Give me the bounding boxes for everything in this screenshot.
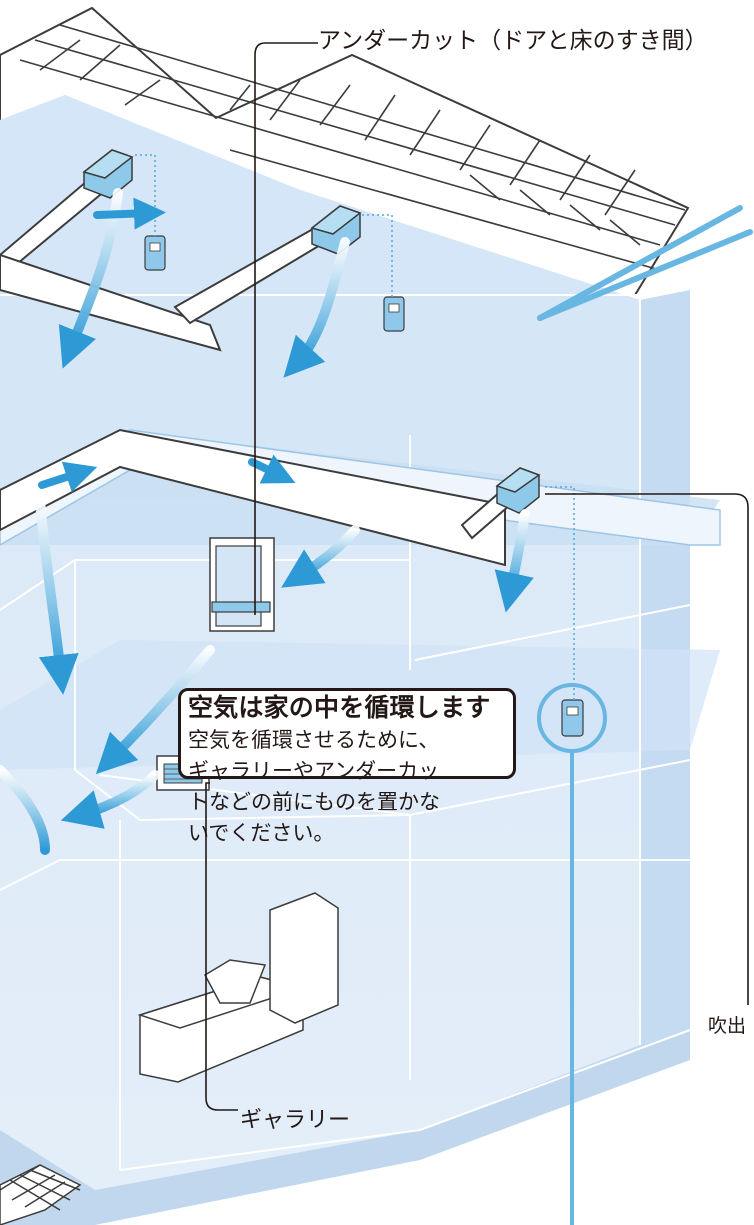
kitchen-counter — [137, 892, 339, 1083]
leader-lines — [205, 42, 749, 1111]
callout-body-line-4: いでください。 — [188, 821, 335, 845]
undercut-label: アンダーカット（ドアと床のすき間） — [318, 28, 708, 54]
callout-body-line-1: 空気を循環させるために、 — [188, 728, 440, 752]
door-undercut — [209, 537, 275, 632]
callout-body-line-3: トなどの前にものを置かな — [188, 790, 440, 814]
gallery-label: ギャラリー — [240, 1108, 351, 1133]
remote-controller-1 — [144, 235, 166, 271]
callout-body: 空気を循環させるために、 ギャラリーやアンダーカッ トなどの前にものを置かな い… — [188, 725, 505, 849]
outlet-label: 吹出 — [708, 1015, 747, 1037]
remote-controller-3 — [561, 699, 584, 737]
callout-body-line-2: ギャラリーやアンダーカッ — [188, 759, 440, 783]
remote-controller-2 — [383, 296, 405, 332]
air-unit-3 — [495, 467, 541, 514]
airflow-arrows — [0, 188, 753, 855]
callout-title: 空気は家の中を循環します — [188, 693, 505, 723]
floor-tiles — [0, 1164, 82, 1225]
house-walls — [0, 95, 721, 1225]
controller-highlight — [537, 683, 607, 1225]
air-unit-1 — [82, 149, 134, 199]
air-circulation-callout: 空気は家の中を循環します 空気を循環させるために、 ギャラリーやアンダーカッ ト… — [178, 688, 516, 845]
control-wiring — [135, 154, 575, 700]
